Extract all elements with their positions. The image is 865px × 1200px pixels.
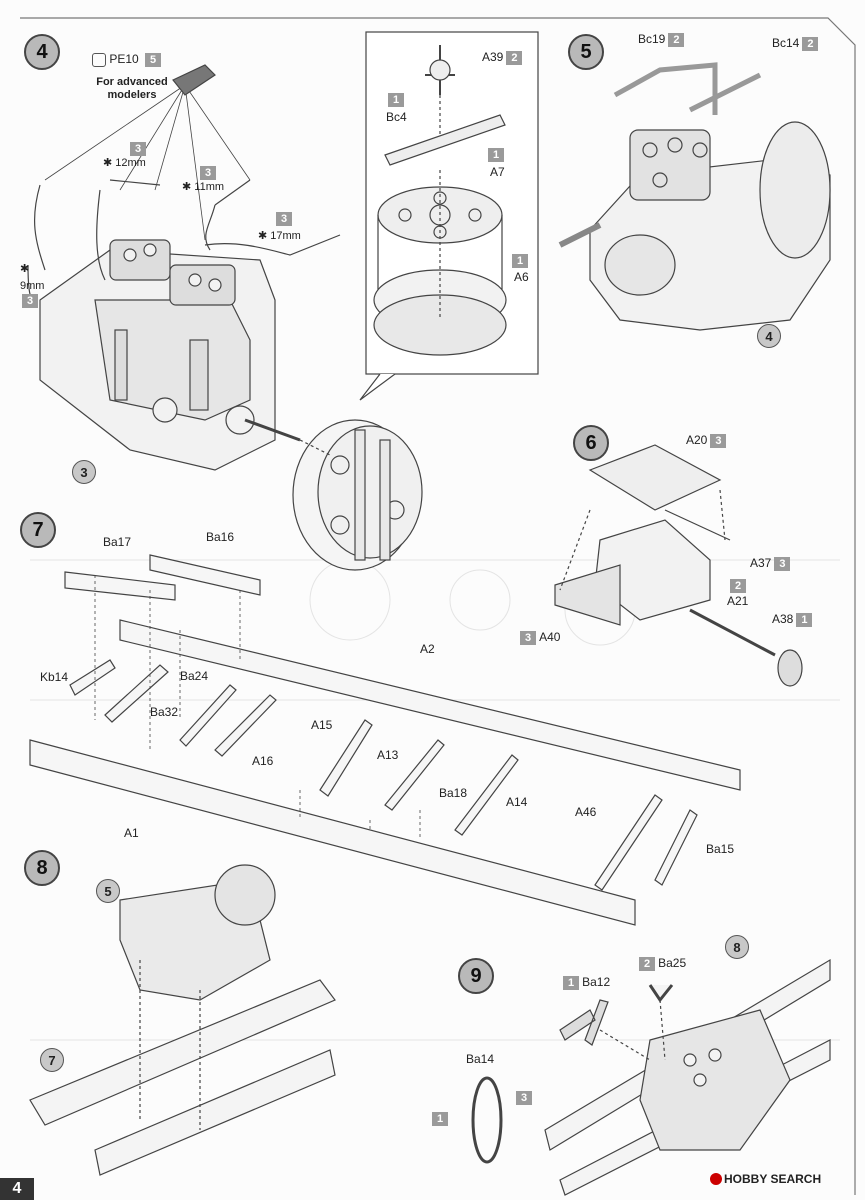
Kb14-label: Kb14	[40, 670, 69, 684]
step9-assembly	[471, 958, 831, 1196]
Ba24-label: Ba24	[180, 669, 209, 683]
pe-part-label: PE10 5	[92, 52, 164, 67]
step-8-number: 8	[24, 850, 60, 886]
Ba15-label: Ba15	[706, 842, 735, 856]
Ba12-id: Ba12	[582, 975, 611, 989]
A40-id: A40	[539, 630, 561, 644]
step4-engine	[39, 239, 301, 471]
A14-label: A14	[506, 795, 528, 809]
A1-label: A1	[124, 826, 139, 840]
A20-id: A20	[686, 433, 708, 447]
A21-label: A21	[727, 594, 749, 608]
A37-id: A37	[750, 556, 772, 570]
wire-12-length: ✱ 12mm	[103, 157, 146, 169]
Ba14-badge-b: 3	[516, 1091, 533, 1105]
step6-battery-box	[554, 444, 803, 687]
advanced-note: For advanced modelers	[96, 76, 168, 101]
step-9-number: 9	[458, 958, 494, 994]
A46-label: A46	[575, 805, 597, 819]
A6-label: A6	[514, 270, 529, 284]
wire-11-value: 11mm	[194, 181, 225, 193]
watermark-logo-icon	[710, 1173, 722, 1185]
A2-label: A2	[420, 642, 435, 656]
A39-id: A39	[482, 50, 504, 64]
A13-label: A13	[377, 748, 399, 762]
step7-chassis	[29, 554, 741, 926]
Bc19-badge: 2	[668, 32, 685, 47]
Bc4-label: Bc4	[386, 110, 407, 124]
A39-badge: 2	[506, 50, 523, 65]
Ba12-badge: 1	[563, 975, 580, 990]
Ba17-label: Ba17	[103, 535, 132, 549]
Ba18-label: Ba18	[439, 786, 468, 800]
wire-12-badge: 3	[130, 142, 147, 156]
pe-icon	[92, 52, 106, 67]
step-5-number: 5	[568, 34, 604, 70]
pe-badge: 5	[145, 52, 162, 67]
step-4-number: 4	[24, 34, 60, 70]
Ba25-badge: 2	[639, 956, 656, 971]
callout-7: 7	[40, 1048, 64, 1072]
wire-17-badge: 3	[276, 212, 293, 226]
callout-4: 4	[757, 324, 781, 348]
step-7-number: 7	[20, 512, 56, 548]
callout-3: 3	[72, 460, 96, 484]
wire-12-value: 12mm	[115, 157, 146, 169]
wire-11-badge: 3	[200, 166, 217, 180]
wire-11-length: ✱ 11mm	[182, 181, 225, 193]
wire-9-length: 9mm	[20, 280, 45, 292]
Ba25-id: Ba25	[658, 956, 687, 970]
A16-label: A16	[252, 754, 274, 768]
Ba14-label: Ba14	[466, 1052, 495, 1066]
Ba32-label: Ba32	[150, 705, 179, 719]
A21-badge: 2	[730, 579, 747, 593]
A38-badge: 1	[796, 612, 813, 627]
Bc4-badge: 1	[388, 93, 405, 107]
wire-17-value: 17mm	[270, 230, 301, 242]
watermark: HOBBY SEARCH	[710, 1172, 821, 1186]
Bc14-id: Bc14	[772, 36, 800, 50]
step5-engine	[558, 62, 831, 331]
step-6-number: 6	[573, 425, 609, 461]
A15-label: A15	[311, 718, 333, 732]
watermark-text: HOBBY SEARCH	[724, 1172, 822, 1186]
step8-assembly	[29, 864, 336, 1176]
pe-part-id: PE10	[109, 52, 139, 66]
A40-badge: 3	[520, 630, 537, 645]
A37-badge: 3	[774, 556, 791, 571]
Bc19-id: Bc19	[638, 32, 666, 46]
wire-9-icon: ✱	[20, 263, 30, 275]
A20-badge: 3	[710, 433, 727, 448]
A7-label: A7	[490, 165, 505, 179]
wire-17-length: ✱ 17mm	[258, 230, 301, 242]
callout-8: 8	[725, 935, 749, 959]
A6-badge: 1	[512, 254, 529, 268]
Ba14-badge-a: 1	[432, 1112, 449, 1126]
Ba16-label: Ba16	[206, 530, 235, 544]
Bc14-badge: 2	[802, 36, 819, 51]
callout-5: 5	[96, 879, 120, 903]
A7-badge: 1	[488, 148, 505, 162]
page-number: 4	[0, 1178, 34, 1200]
wire-9-badge: 3	[22, 294, 39, 308]
A38-id: A38	[772, 612, 794, 626]
